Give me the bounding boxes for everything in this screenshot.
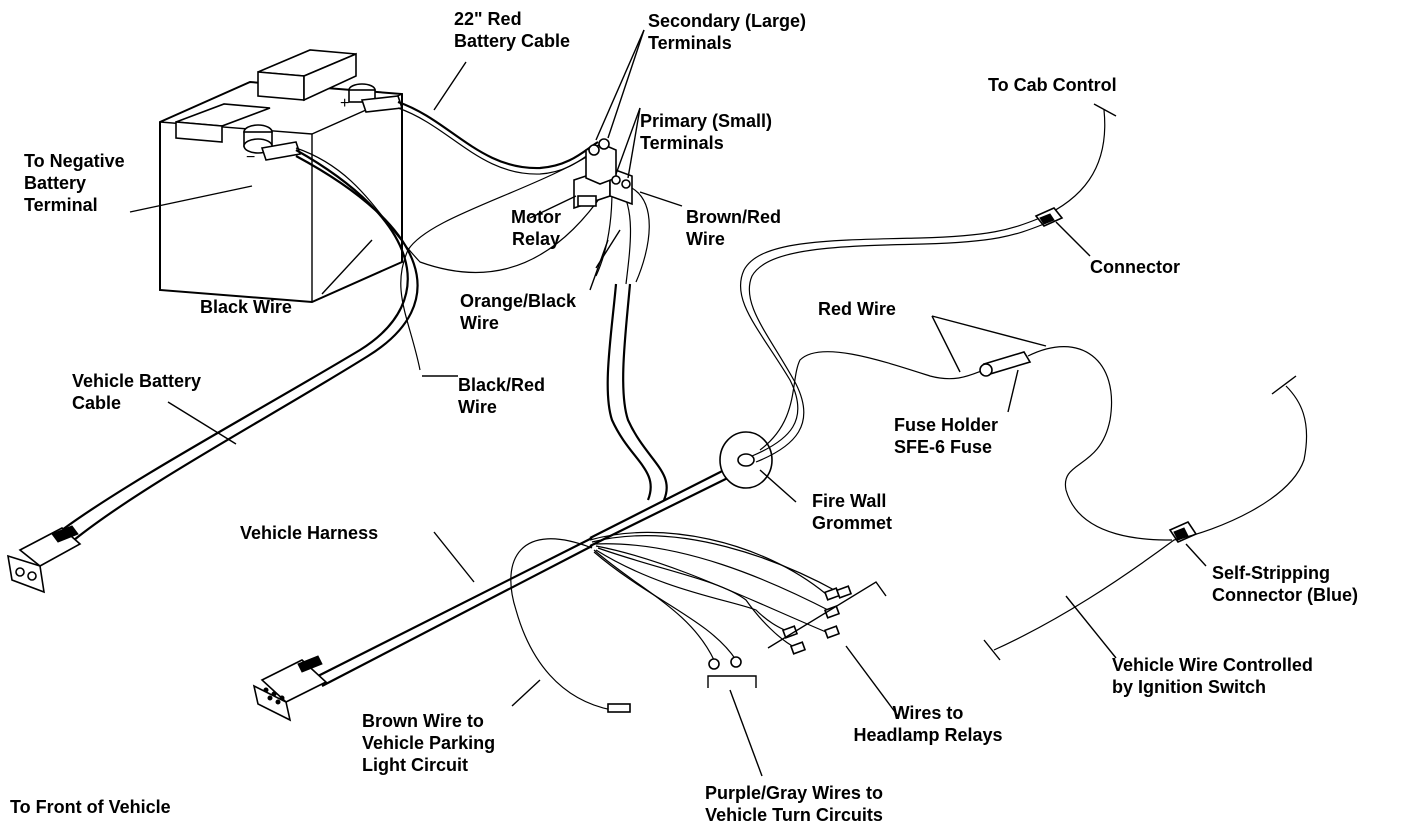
label-motor-relay: Motor Relay xyxy=(511,207,561,249)
label-wires-headlamp: Wires to Headlamp Relays xyxy=(853,703,1003,745)
label-orange-black-wire: Orange/Black Wire xyxy=(460,291,577,333)
label-front-of-vehicle: To Front of Vehicle xyxy=(10,797,171,817)
turn-circuit-terminals xyxy=(708,656,742,670)
label-to-cab-control: To Cab Control xyxy=(988,75,1117,95)
positive-battery-post xyxy=(348,83,404,113)
label-vehicle-harness: Vehicle Harness xyxy=(240,523,379,543)
label-negative-terminal: To Negative Battery Terminal xyxy=(24,151,125,215)
vehicle-harness-plug xyxy=(252,655,328,722)
vehicle-battery-cable xyxy=(61,149,409,531)
label-black-red-wire: Black/Red Wire xyxy=(458,375,546,417)
vehicle-battery: − + xyxy=(159,49,404,304)
label-black-wire: Black Wire xyxy=(200,297,292,317)
brown-parking-wire xyxy=(510,538,613,711)
label-purple-gray-wires: Purple/Gray Wires to Vehicle Turn Circui… xyxy=(705,783,883,825)
label-self-stripping-connector: Self-Stripping Connector (Blue) xyxy=(1212,563,1358,605)
label-vehicle-wire-ignition: Vehicle Wire Controlled by Ignition Swit… xyxy=(1112,655,1313,697)
brown-red-wire xyxy=(627,185,650,283)
motor-relay xyxy=(573,138,633,210)
red-battery-cable xyxy=(397,100,599,170)
negative-mark: − xyxy=(246,149,255,166)
cab-control-wire xyxy=(739,109,1106,457)
label-fuse-holder: Fuse Holder SFE-6 Fuse xyxy=(894,415,999,457)
label-brown-red-wire: Brown/Red Wire xyxy=(686,207,782,249)
label-fire-wall-grommet: Fire Wall Grommet xyxy=(812,491,893,533)
red-wire xyxy=(759,351,991,451)
orange-black-wire xyxy=(595,189,613,277)
leader-lines xyxy=(129,29,1207,777)
negative-battery-post xyxy=(243,124,302,161)
label-vehicle-battery-cable: Vehicle Battery Cable xyxy=(72,371,202,413)
self-stripping-connector xyxy=(1168,520,1198,544)
vehicle-harness xyxy=(317,537,593,677)
label-brown-wire-parking: Brown Wire to Vehicle Parking Light Circ… xyxy=(362,711,496,775)
black-red-wire xyxy=(400,145,605,371)
label-secondary-terminals: Secondary (Large) Terminals xyxy=(648,11,807,53)
cab-connector xyxy=(1034,207,1064,227)
breakout-wires xyxy=(510,531,839,711)
label-red-battery-cable: 22" Red Battery Cable xyxy=(454,9,571,51)
harness-upper xyxy=(606,283,652,501)
headlamp-relay-terminals xyxy=(781,585,853,655)
vehicle-ignition-wire xyxy=(993,385,1308,651)
label-red-wire: Red Wire xyxy=(818,299,896,319)
fuse-holder xyxy=(979,351,1032,377)
black-wire xyxy=(295,147,605,274)
battery-cable-plug xyxy=(6,525,82,594)
label-primary-terminals: Primary (Small) Terminals xyxy=(640,111,773,153)
fire-wall-grommet xyxy=(719,431,773,489)
label-connector: Connector xyxy=(1090,257,1180,277)
positive-mark: + xyxy=(340,95,349,112)
parking-light-terminal xyxy=(607,703,631,713)
